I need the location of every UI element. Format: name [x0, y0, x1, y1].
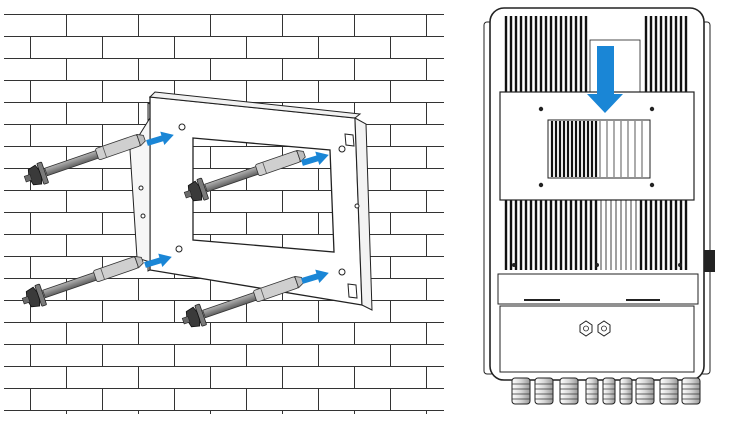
cable-gland-icon — [635, 377, 655, 405]
screw-hole-icon — [175, 245, 183, 253]
cable-gland-icon — [559, 377, 579, 405]
cable-gland-icon — [511, 377, 531, 405]
cable-gland-icon — [619, 377, 633, 405]
screw-hole-icon — [338, 145, 346, 153]
hex-nut-icon — [579, 320, 593, 337]
bottom-cover — [499, 305, 695, 373]
heatsink-fins — [504, 16, 688, 92]
hex-nut-icon — [597, 320, 611, 337]
cable-glands — [511, 377, 701, 405]
cable-gland-icon — [659, 377, 679, 405]
wall-bracket-panel — [4, 14, 444, 414]
direction-arrow-icon — [587, 46, 623, 113]
cable-gland-icon — [602, 377, 616, 405]
heatsink-fins — [504, 200, 688, 270]
cable-gland-icon — [681, 377, 701, 405]
heatsink-fins — [550, 121, 643, 177]
mounting-bracket — [129, 91, 373, 311]
cable-gland-icon — [585, 377, 599, 405]
cable-gland-icon — [534, 377, 554, 405]
screw-hole-icon — [178, 123, 186, 131]
inverter-panel — [483, 7, 715, 405]
screw-hole-icon — [338, 268, 346, 276]
